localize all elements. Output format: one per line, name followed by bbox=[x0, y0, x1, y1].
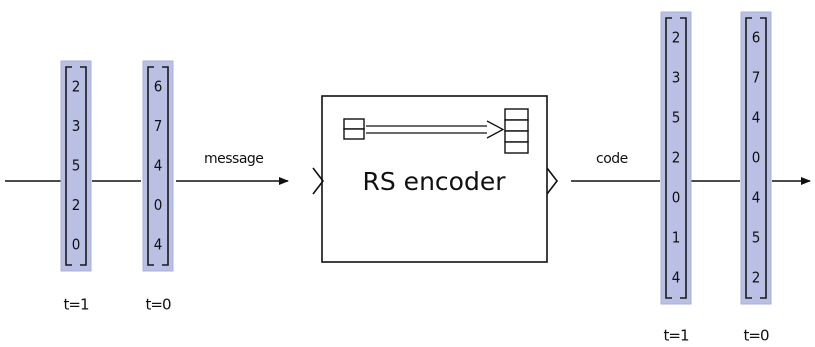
output-time-label-t0: t=0 bbox=[744, 327, 769, 345]
output-time-label-t1: t=1 bbox=[664, 327, 689, 345]
output-vector-t1: 2 3 5 2 0 1 4 bbox=[660, 11, 692, 305]
vector-element: 2 bbox=[752, 269, 761, 287]
right-bracket bbox=[760, 17, 767, 299]
vector-element: 6 bbox=[154, 77, 163, 95]
vector-element: 7 bbox=[154, 117, 163, 135]
right-bracket bbox=[680, 17, 687, 299]
vector-element: 0 bbox=[154, 196, 163, 214]
vector-element: 0 bbox=[672, 189, 681, 207]
left-bracket bbox=[147, 66, 154, 266]
output-vector-t0: 6 7 4 0 4 5 2 bbox=[740, 11, 772, 305]
vector-element: 2 bbox=[72, 77, 81, 95]
vector-transform-icon bbox=[343, 108, 529, 154]
vector-element: 3 bbox=[72, 117, 81, 135]
vector-element: 3 bbox=[672, 69, 681, 87]
input-vector-t1: 2 3 5 2 0 bbox=[60, 60, 92, 272]
input-port-icon bbox=[312, 167, 325, 195]
vector-element: 5 bbox=[72, 157, 81, 175]
vector-element: 2 bbox=[672, 149, 681, 167]
vector-element: 0 bbox=[72, 236, 81, 254]
block-title: RS encoder bbox=[363, 167, 507, 196]
rs-encoder-block[interactable]: RS encoder bbox=[312, 95, 559, 263]
right-bracket bbox=[80, 66, 87, 266]
vector-element: 4 bbox=[672, 269, 681, 287]
right-bracket bbox=[162, 66, 169, 266]
vector-element: 7 bbox=[752, 69, 761, 87]
output-port-icon bbox=[546, 167, 559, 195]
vector-element: 2 bbox=[72, 196, 81, 214]
left-bracket bbox=[745, 17, 752, 299]
vector-element: 4 bbox=[752, 109, 761, 127]
vector-element: 5 bbox=[752, 229, 761, 247]
code-label: code bbox=[596, 151, 628, 167]
vector-element: 4 bbox=[154, 236, 163, 254]
vector-element: 4 bbox=[752, 189, 761, 207]
left-bracket bbox=[65, 66, 72, 266]
input-time-label-t1: t=1 bbox=[64, 296, 89, 314]
vector-element: 5 bbox=[672, 109, 681, 127]
message-label: message bbox=[204, 151, 263, 167]
input-vector-t0: 6 7 4 0 4 bbox=[142, 60, 174, 272]
vector-element: 4 bbox=[154, 157, 163, 175]
left-bracket bbox=[665, 17, 672, 299]
input-time-label-t0: t=0 bbox=[146, 296, 171, 314]
vector-element: 2 bbox=[672, 29, 681, 47]
vector-element: 6 bbox=[752, 29, 761, 47]
vector-element: 0 bbox=[752, 149, 761, 167]
vector-element: 1 bbox=[672, 229, 681, 247]
